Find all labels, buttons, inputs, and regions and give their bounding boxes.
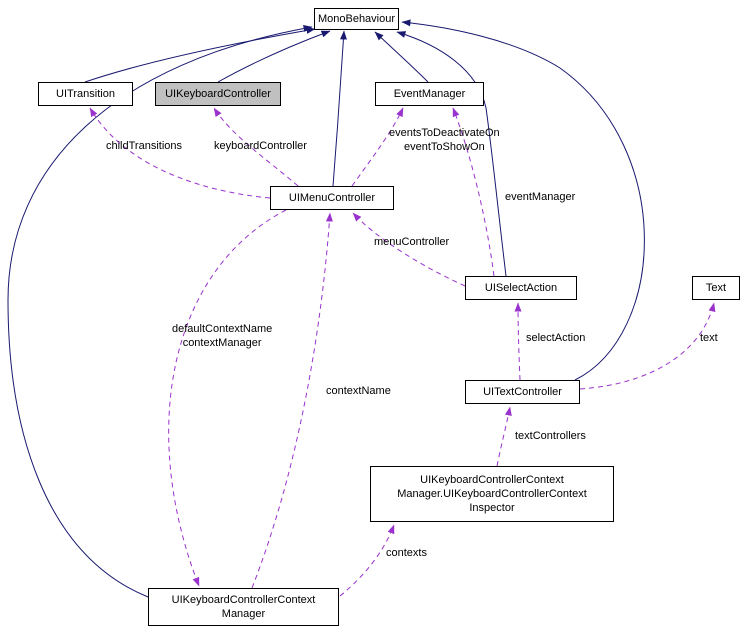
edge-uimenucontroller-uikeyboardcontroller xyxy=(213,107,299,187)
edge-uitextcontroller-text xyxy=(579,302,716,390)
node-text[interactable]: Text xyxy=(692,276,740,300)
edge-uimenucontroller-monobehaviour xyxy=(332,30,347,187)
node-monobehaviour[interactable]: MonoBehaviour xyxy=(314,8,399,30)
node-uikeyboardcontroller: UIKeyboardController xyxy=(155,82,281,106)
edge-uiselectaction-uimenucontroller xyxy=(352,212,466,287)
edge-manager-inspector xyxy=(339,524,395,597)
edge-uitextcontroller-uiselectaction xyxy=(514,302,522,381)
node-uikeyboardcontrollercontextinspector[interactable]: UIKeyboardControllerContext Manager.UIKe… xyxy=(370,466,614,522)
edge-uiselectaction-eventmanager xyxy=(452,107,495,277)
edge-uitransition-monobehaviour xyxy=(84,27,316,83)
node-uimenucontroller[interactable]: UIMenuController xyxy=(270,186,394,210)
edge-uimenucontroller-eventmanager xyxy=(351,107,404,187)
node-eventmanager[interactable]: EventManager xyxy=(375,82,484,106)
edge-eventmanager-monobehaviour xyxy=(374,31,429,83)
edge-uimenucontroller-uitransition xyxy=(89,107,271,199)
edge-uitextcontroller-monobehaviour xyxy=(401,19,645,381)
edge-uikeyboardcontroller-monobehaviour xyxy=(217,30,331,83)
edge-manager-uimenucontroller xyxy=(251,212,333,589)
node-uiselectaction[interactable]: UISelectAction xyxy=(465,276,577,300)
edge-uimenucontroller-manager xyxy=(168,209,287,587)
node-uitextcontroller[interactable]: UITextController xyxy=(465,380,580,404)
edge-uiselectaction-monobehaviour xyxy=(396,31,507,277)
edge-manager-monobehaviour xyxy=(7,25,313,598)
node-uitransition[interactable]: UITransition xyxy=(38,82,133,106)
node-uikeyboardcontrollercontextmanager[interactable]: UIKeyboardControllerContext Manager xyxy=(148,588,339,626)
edge-inspector-uitextcontroller xyxy=(496,406,512,467)
